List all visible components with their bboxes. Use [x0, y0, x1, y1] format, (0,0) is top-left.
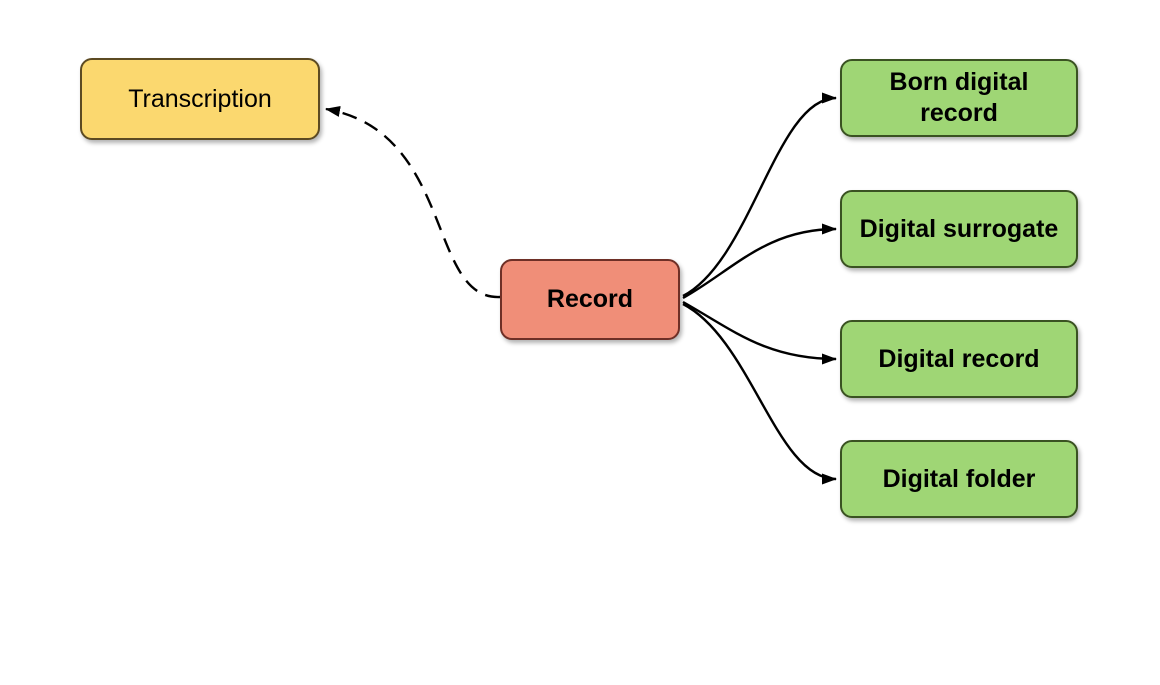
- edge-record-to-born-digital-record: [682, 92, 837, 298]
- node-digital-surrogate: Digital surrogate: [840, 190, 1078, 268]
- node-transcription-label: Transcription: [128, 84, 272, 113]
- node-born-digital-record-label: Born digital record: [889, 68, 1029, 127]
- node-record: Record: [500, 259, 680, 340]
- node-digital-folder: Digital folder: [840, 440, 1078, 518]
- edge-record-to-transcription: [325, 106, 501, 299]
- node-record-label: Record: [546, 285, 634, 313]
- node-transcription: Transcription: [80, 58, 320, 140]
- node-born-digital-record: Born digital record: [840, 59, 1078, 137]
- edge-record-to-digital-record: [682, 300, 837, 365]
- node-digital-record-label: Digital record: [878, 344, 1040, 373]
- node-digital-record: Digital record: [840, 320, 1078, 398]
- edge-record-to-digital-surrogate: [682, 223, 837, 300]
- node-digital-surrogate-label: Digital surrogate: [859, 214, 1059, 243]
- edge-record-to-digital-folder: [682, 302, 837, 485]
- node-digital-folder-label: Digital folder: [882, 464, 1036, 493]
